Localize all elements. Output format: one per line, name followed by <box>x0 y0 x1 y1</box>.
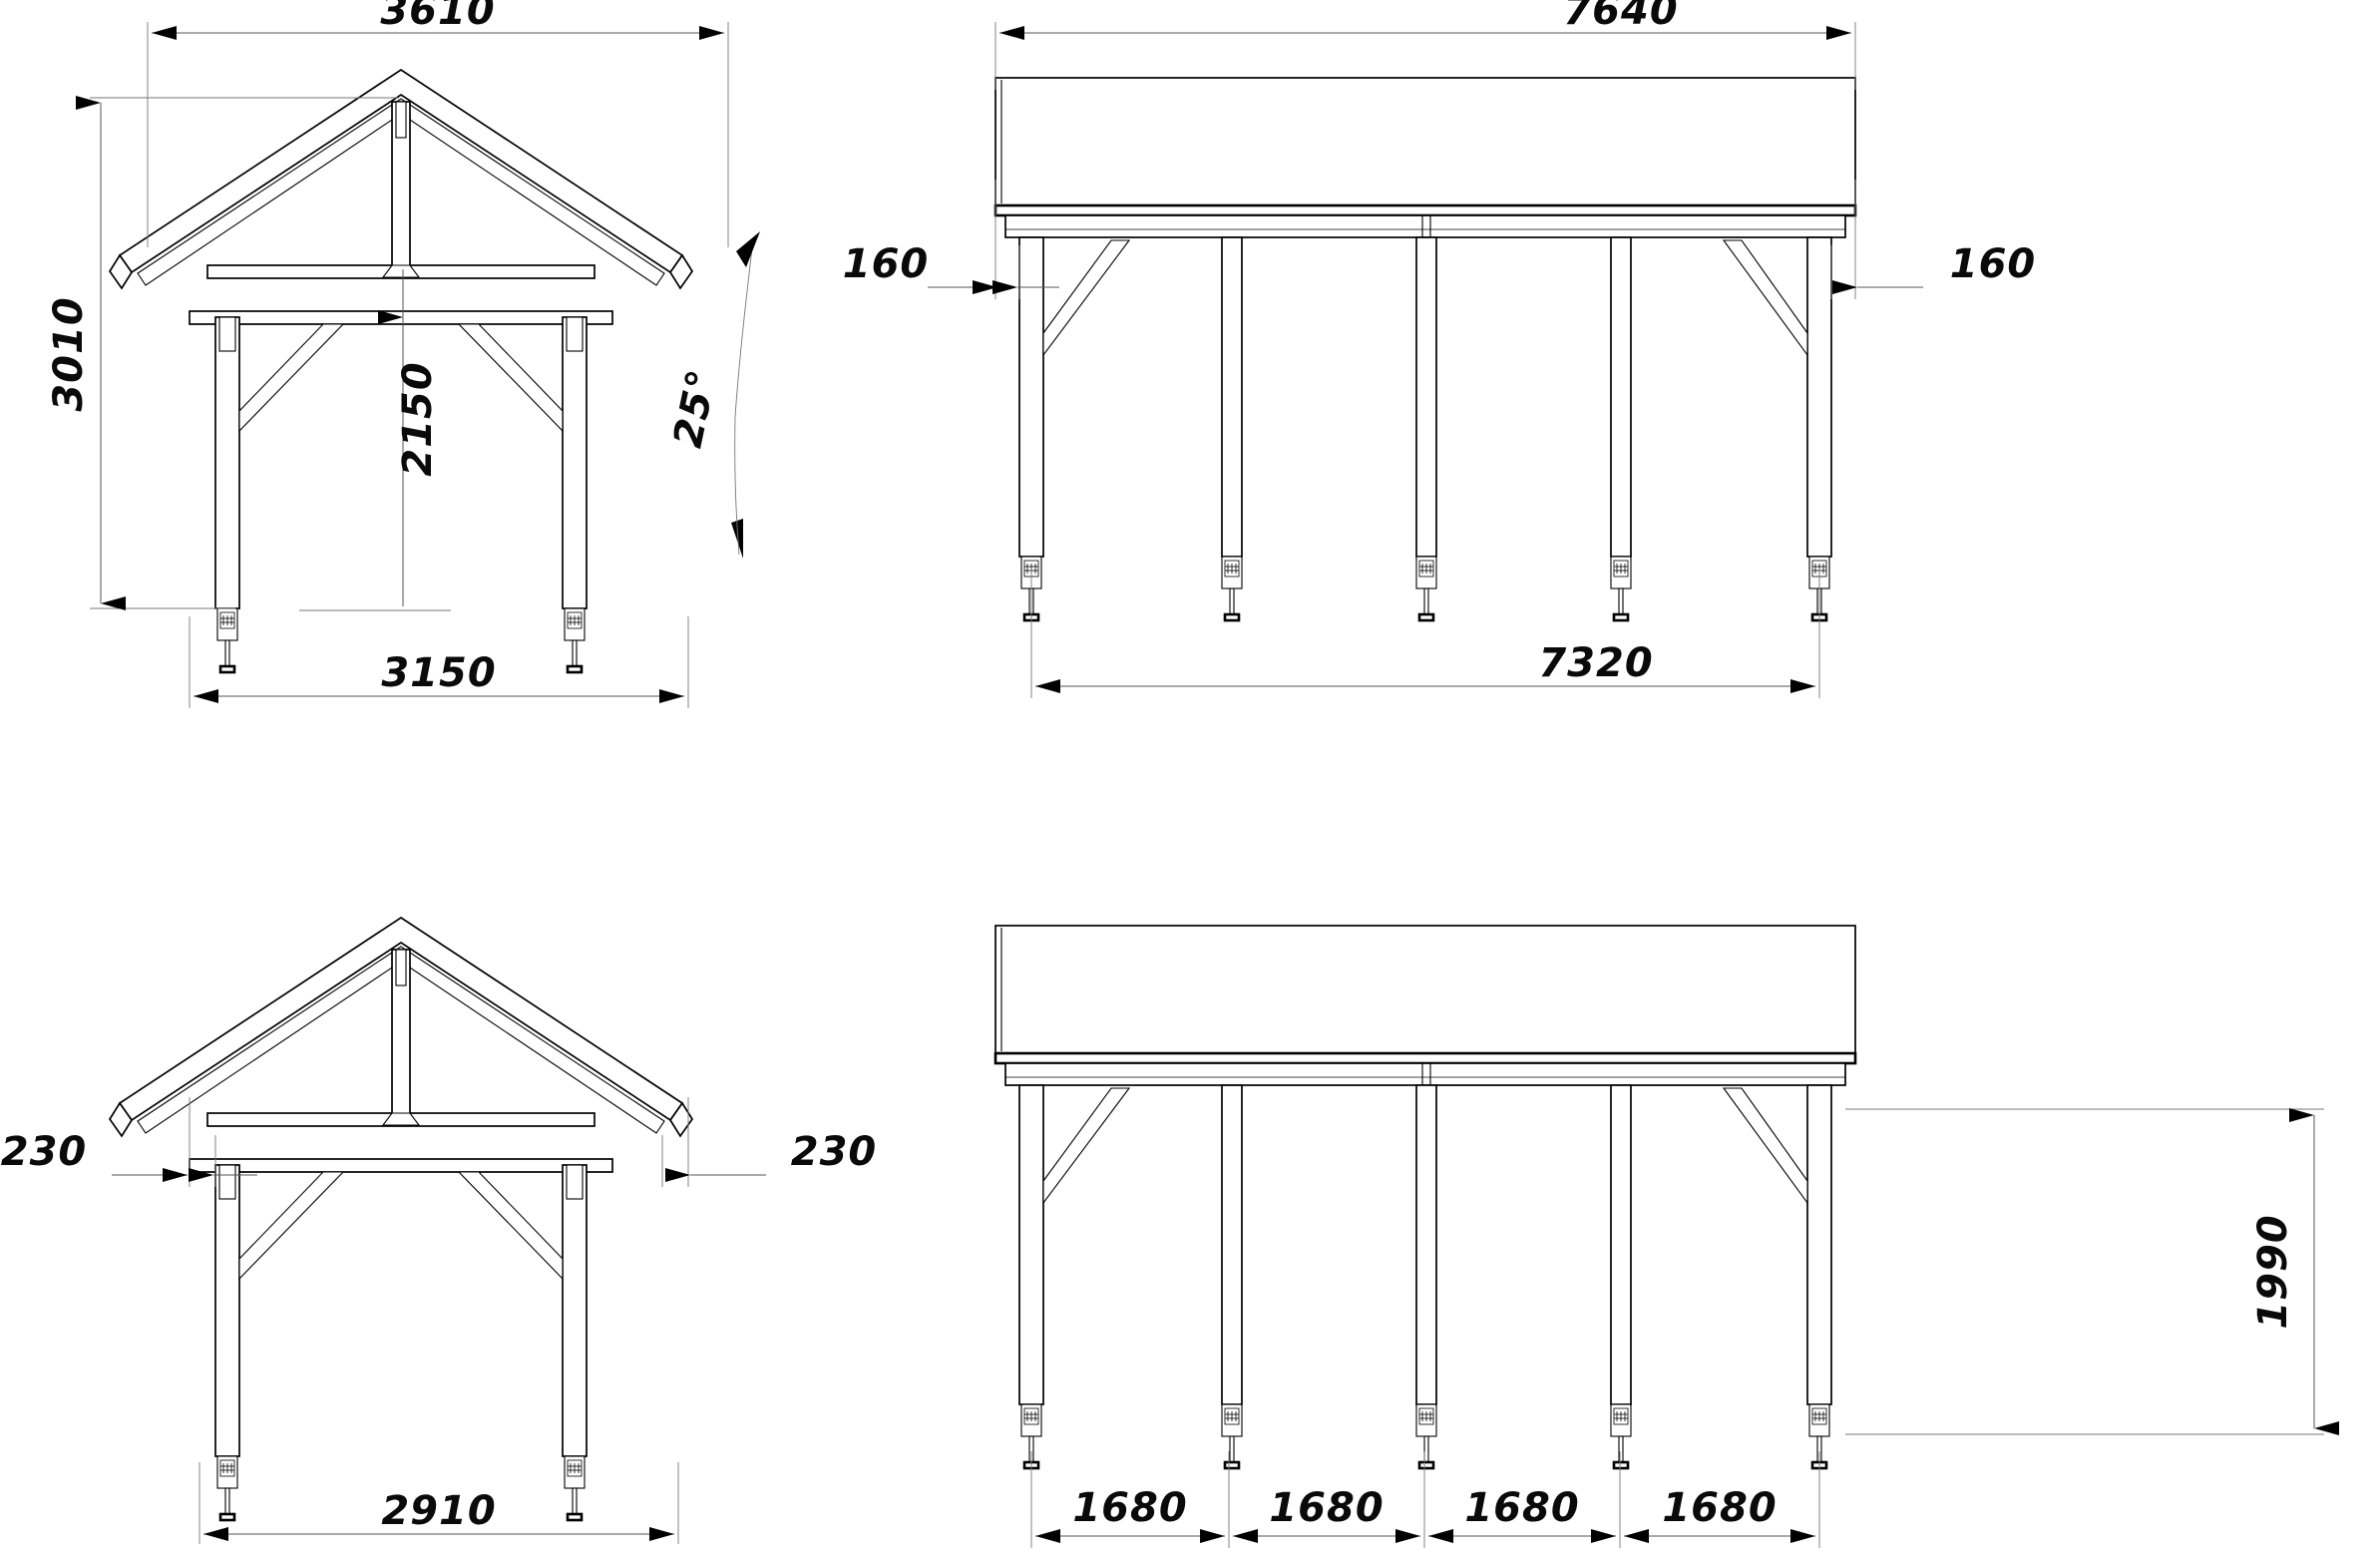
post-foot-3 <box>1414 555 1438 622</box>
post-foot-alt-left <box>215 1454 239 1522</box>
post-foot-left <box>215 606 239 674</box>
post-foot-alt-2 <box>1220 1402 1244 1470</box>
dimension-label-1680-bay-1: 1680 <box>1072 1485 1187 1531</box>
dimension-230-right: 230 <box>661 1097 878 1187</box>
post-foot-4 <box>1609 555 1633 622</box>
dimension-2150: 2150 <box>299 269 451 611</box>
dimension-label-25-degree: 25° <box>665 365 726 452</box>
dimension-label-2910: 2910 <box>381 1488 496 1534</box>
dimension-label-2150: 2150 <box>395 361 441 476</box>
view-side-elevation-top: 7640 160 160 <box>843 0 2037 698</box>
side-posts-group-alt <box>1018 1084 1832 1405</box>
side-elevation-alt-geometry <box>993 924 1857 1470</box>
dimension-label-1680-bay-2: 1680 <box>1269 1485 1384 1531</box>
dimension-1990: 1990 <box>1845 1108 2339 1435</box>
dimension-3150: 3150 <box>189 616 689 708</box>
dimension-label-3010: 3010 <box>46 296 92 411</box>
post-foot-2 <box>1220 555 1244 622</box>
dimension-label-230-left: 230 <box>1 1129 88 1175</box>
post-foot-alt-4 <box>1609 1402 1633 1470</box>
dimension-7640: 7640 <box>994 0 1856 90</box>
dimension-label-7640: 7640 <box>1563 0 1678 34</box>
dimension-label-160-left: 160 <box>843 241 930 287</box>
dimension-230-left: 230 <box>1 1097 257 1187</box>
view-front-elevation-top: 3610 3010 2150 25° <box>46 0 760 708</box>
post-foot-right <box>563 606 587 674</box>
dimension-2910: 2910 <box>198 1462 679 1544</box>
dimension-label-230-right: 230 <box>791 1129 878 1175</box>
side-posts-group <box>1018 236 1832 558</box>
dimension-label-1990: 1990 <box>2250 1214 2296 1329</box>
dimension-label-3150: 3150 <box>381 650 496 696</box>
post-foot-alt-right <box>563 1454 587 1522</box>
dimension-3010: 3010 <box>46 96 399 610</box>
post-foot-alt-3 <box>1414 1402 1438 1470</box>
view-side-elevation-bottom: 1990 1680 1680 1680 1680 <box>993 924 2339 1548</box>
view-front-elevation-bottom: 230 230 2910 <box>1 917 878 1544</box>
dimension-label-7320: 7320 <box>1538 640 1653 686</box>
dimension-bays: 1680 1680 1680 1680 <box>1030 1451 1820 1548</box>
dimension-3610: 3610 <box>147 0 729 247</box>
dimension-label-160-right: 160 <box>1950 241 2037 287</box>
dimension-label-1680-bay-3: 1680 <box>1464 1485 1579 1531</box>
dimension-160-right: 160 <box>1830 180 2037 299</box>
dimension-label-3610: 3610 <box>380 0 495 34</box>
side-elevation-geometry <box>993 76 1857 622</box>
dimension-label-1680-bay-4: 1680 <box>1662 1485 1777 1531</box>
dimension-7320: 7320 <box>1030 569 1820 698</box>
front-elevation-alt-geometry <box>109 917 693 1522</box>
dimension-160-left: 160 <box>843 180 1059 299</box>
